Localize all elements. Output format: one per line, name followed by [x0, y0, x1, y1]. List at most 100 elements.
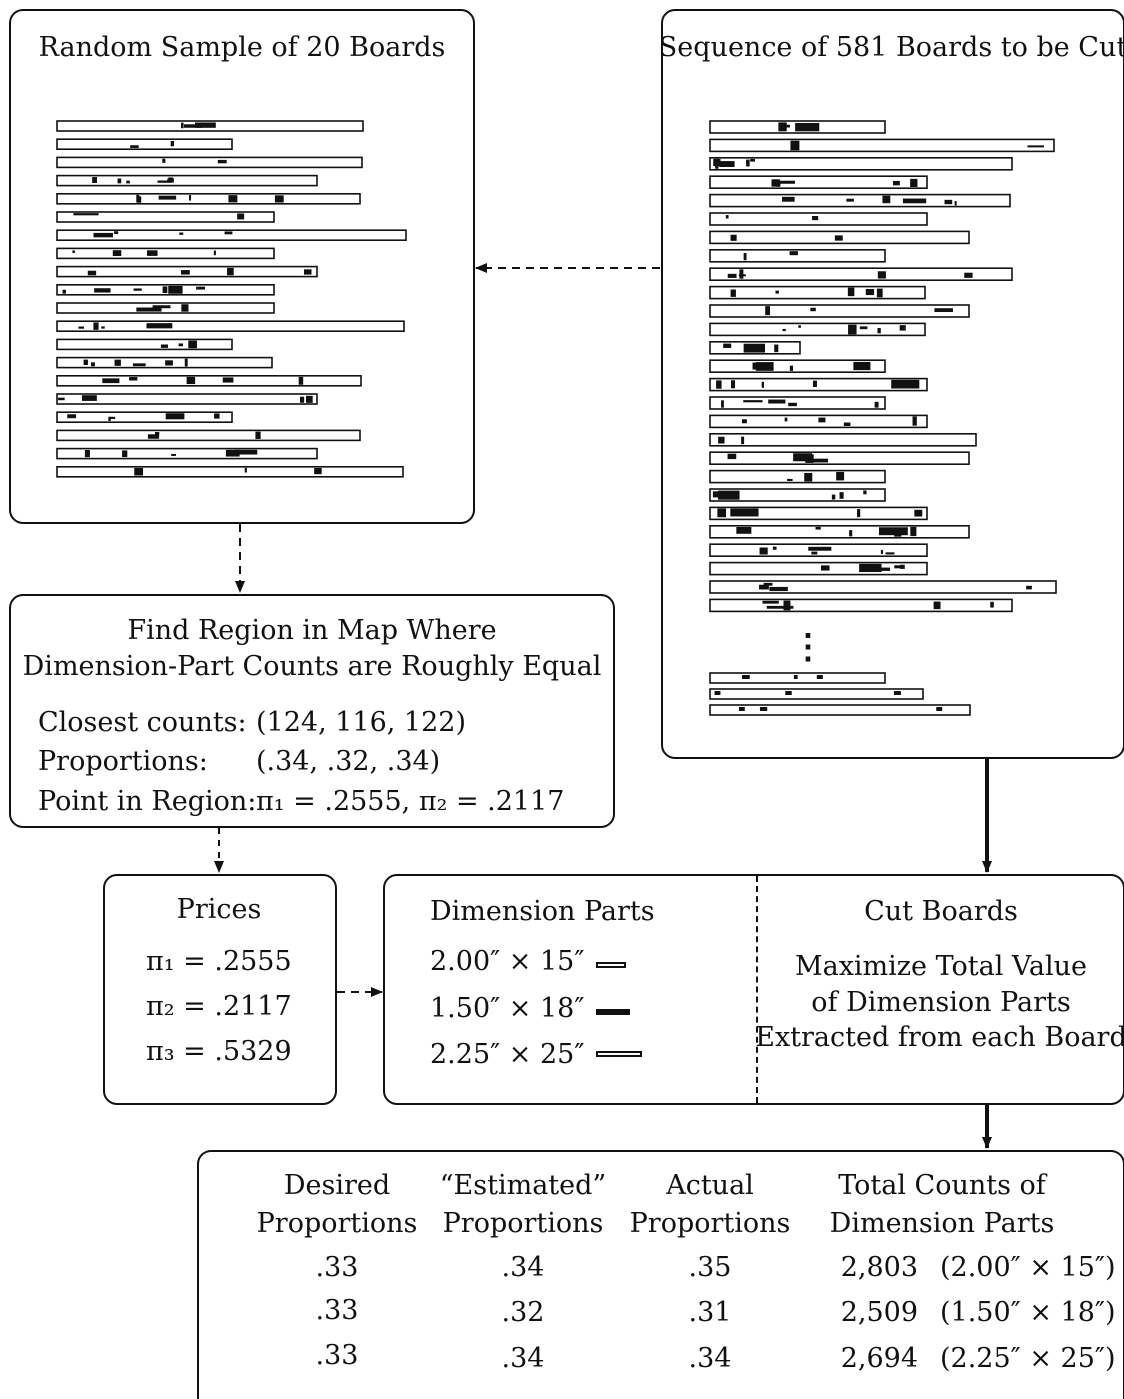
board — [709, 120, 886, 134]
parts-and-cut-box — [383, 874, 1124, 1105]
board — [709, 561, 928, 576]
board — [56, 447, 318, 460]
row2-desired: .33 — [315, 1295, 359, 1326]
header-estimated-line2: Proportions — [442, 1208, 604, 1239]
board — [56, 465, 404, 478]
cut-boards-line1: Maximize Total Value — [794, 951, 1088, 982]
board — [709, 304, 970, 318]
dimension-part-3: 2.25″ × 25″ — [430, 1039, 585, 1070]
price-pi2: π₂ = .2117 — [146, 991, 292, 1022]
header-total-line2: Dimension Parts — [829, 1208, 1055, 1239]
row1-actual: .35 — [688, 1252, 732, 1283]
proportions-value: (.34, .32, .34) — [256, 746, 441, 777]
board — [709, 377, 928, 392]
prices-title: Prices — [176, 894, 262, 925]
board — [56, 211, 275, 223]
closest-counts-label: Closest counts: — [38, 707, 247, 738]
board — [709, 285, 926, 300]
find-region-title-line1: Find Region in Map Where — [127, 615, 497, 646]
row3-count: 2,694 — [840, 1343, 918, 1374]
row2-part: (1.50″ × 18″) — [940, 1297, 1116, 1328]
board — [709, 672, 886, 684]
board — [709, 414, 928, 429]
board — [709, 598, 1013, 613]
header-actual-line2: Proportions — [629, 1208, 791, 1239]
cut-boards-line3: Extracted from each Board — [755, 1022, 1124, 1053]
point-in-region-value: π₁ = .2555, π₂ = .2117 — [256, 786, 565, 817]
sequence-board-images — [709, 120, 1057, 716]
row2-count: 2,509 — [840, 1297, 918, 1328]
board — [56, 320, 405, 332]
prices-box — [103, 874, 337, 1105]
part-3-icon — [596, 1051, 642, 1057]
board — [709, 212, 928, 226]
board — [709, 580, 1057, 594]
board — [56, 120, 364, 132]
point-in-region-label: Point in Region: — [38, 786, 257, 817]
header-actual-line1: Actual — [666, 1170, 754, 1201]
sample-board-images — [56, 120, 407, 478]
part-2-icon — [596, 1009, 630, 1015]
board — [709, 249, 886, 263]
board — [56, 429, 361, 442]
proportions-label: Proportions: — [38, 746, 208, 777]
dimension-part-1: 2.00″ × 15″ — [430, 946, 585, 977]
row3-part: (2.25″ × 25″) — [940, 1343, 1116, 1374]
dimension-part-2: 1.50″ × 18″ — [430, 993, 585, 1024]
board — [56, 393, 318, 405]
board — [56, 138, 233, 151]
row3-actual: .34 — [688, 1343, 732, 1374]
row3-desired: .33 — [315, 1340, 359, 1371]
row1-estimated: .34 — [501, 1252, 545, 1283]
board — [56, 156, 363, 169]
row1-desired: .33 — [315, 1252, 359, 1283]
board — [709, 704, 971, 716]
random-sample-title: Random Sample of 20 Boards — [38, 32, 446, 63]
board — [56, 247, 275, 260]
board — [56, 229, 407, 241]
sequence-ellipsis: ⋮ — [791, 627, 825, 667]
board — [709, 175, 928, 190]
board — [709, 322, 926, 337]
board — [56, 375, 362, 387]
header-desired-line2: Proportions — [256, 1208, 418, 1239]
board — [56, 284, 275, 296]
board — [709, 469, 886, 484]
header-estimated-line1: “Estimated” — [439, 1170, 607, 1201]
row2-actual: .31 — [688, 1297, 732, 1328]
board — [56, 174, 318, 187]
board — [56, 411, 233, 424]
price-pi1: π₁ = .2555 — [146, 946, 292, 977]
board — [709, 488, 886, 502]
price-pi3: π₃ = .5329 — [146, 1036, 292, 1067]
board — [709, 267, 1013, 281]
board — [56, 302, 275, 314]
board — [709, 432, 977, 447]
board — [709, 396, 886, 410]
part-1-icon — [596, 962, 626, 968]
board — [56, 193, 361, 205]
dimension-parts-title: Dimension Parts — [430, 896, 655, 927]
header-total-line1: Total Counts of — [838, 1170, 1046, 1201]
board — [709, 506, 928, 521]
board-sequence-title: Sequence of 581 Boards to be Cut — [658, 32, 1124, 63]
board — [709, 359, 886, 373]
parts-cut-divider — [756, 876, 758, 1103]
closest-counts-value: (124, 116, 122) — [256, 707, 467, 738]
row1-count: 2,803 — [840, 1252, 918, 1283]
row2-estimated: .32 — [501, 1297, 545, 1328]
board — [709, 193, 1011, 208]
row1-part: (2.00″ × 15″) — [940, 1252, 1116, 1283]
board — [56, 265, 318, 278]
board — [709, 688, 924, 700]
cut-boards-title: Cut Boards — [864, 896, 1018, 927]
results-box — [197, 1150, 1124, 1399]
board — [709, 451, 970, 466]
board — [56, 338, 233, 351]
board — [709, 341, 801, 355]
find-region-title-line2: Dimension-Part Counts are Roughly Equal — [22, 651, 602, 682]
cut-boards-line2: of Dimension Parts — [811, 987, 1071, 1018]
board — [709, 524, 970, 539]
board — [709, 156, 1013, 171]
